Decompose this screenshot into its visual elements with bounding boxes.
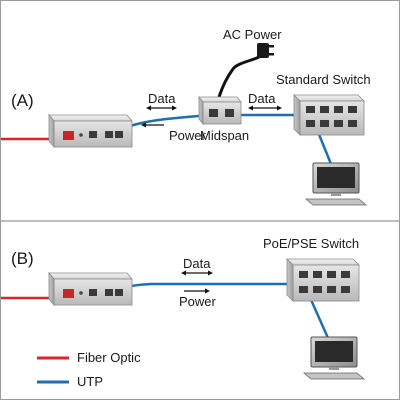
rj45-port-icon bbox=[334, 106, 343, 113]
rj45-port-icon bbox=[341, 271, 350, 278]
ac-power-label: AC Power bbox=[223, 27, 282, 42]
rj45-port-icon bbox=[306, 106, 315, 113]
rj45-port-icon bbox=[299, 271, 308, 278]
fiber-port-icon bbox=[63, 289, 74, 298]
data-label-a-left: Data bbox=[148, 91, 176, 106]
rj45-port-icon bbox=[89, 131, 97, 138]
rj45-port-icon bbox=[348, 106, 357, 113]
keyboard-icon bbox=[302, 372, 366, 380]
fiber-port-icon bbox=[63, 131, 74, 140]
rj45-port-icon bbox=[327, 286, 336, 293]
arrow-power-a bbox=[141, 122, 164, 128]
computer-b bbox=[302, 336, 366, 380]
rj45-port-icon bbox=[209, 109, 218, 117]
power-label-b: Power bbox=[179, 294, 216, 309]
arrow-data-a-left bbox=[146, 105, 177, 111]
rj45-port-icon bbox=[306, 120, 315, 127]
arrow-power-b bbox=[184, 288, 210, 294]
rj45-port-icon bbox=[105, 131, 113, 138]
rj45-port-icon bbox=[348, 120, 357, 127]
rj45-port-icon bbox=[115, 131, 123, 138]
rj45-port-icon bbox=[225, 109, 234, 117]
rj45-port-icon bbox=[334, 120, 343, 127]
rj45-port-icon bbox=[89, 289, 97, 296]
monitor-screen bbox=[315, 341, 353, 362]
rj45-port-icon bbox=[320, 106, 329, 113]
data-label-a-right: Data bbox=[248, 91, 276, 106]
poe-pse-switch bbox=[286, 258, 360, 302]
rj45-port-icon bbox=[299, 286, 308, 293]
arrow-data-b bbox=[181, 270, 213, 276]
status-led-icon bbox=[79, 291, 83, 295]
poe-pse-switch-label: PoE/PSE Switch bbox=[263, 236, 360, 251]
ac-plug-icon bbox=[257, 43, 274, 58]
power-label-a: Power bbox=[169, 128, 206, 143]
rj45-port-icon bbox=[313, 286, 322, 293]
legend-utp-label: UTP bbox=[77, 374, 103, 389]
rj45-port-icon bbox=[313, 271, 322, 278]
midspan-label: Midspan bbox=[200, 128, 250, 143]
standard-switch-label: Standard Switch bbox=[276, 72, 371, 87]
rj45-port-icon bbox=[320, 120, 329, 127]
keyboard-icon bbox=[304, 198, 368, 206]
monitor-screen bbox=[317, 167, 355, 188]
media-converter-a bbox=[48, 113, 133, 149]
status-led-icon bbox=[79, 133, 83, 137]
media-converter-b bbox=[48, 271, 133, 307]
data-label-b: Data bbox=[183, 256, 211, 271]
computer-a bbox=[304, 162, 368, 206]
rj45-port-icon bbox=[327, 271, 336, 278]
section-marker-a: (A) bbox=[11, 91, 34, 110]
utp-cable-b-converter-to-switch bbox=[115, 282, 307, 295]
ac-power-cord bbox=[217, 55, 260, 98]
standard-switch bbox=[293, 94, 365, 136]
midspan-injector bbox=[198, 95, 242, 126]
rj45-port-icon bbox=[341, 286, 350, 293]
rj45-port-icon bbox=[105, 289, 113, 296]
rj45-port-icon bbox=[115, 289, 123, 296]
section-marker-b: (B) bbox=[11, 249, 34, 268]
arrow-data-a-right bbox=[248, 105, 282, 111]
legend-fiber-label: Fiber Optic bbox=[77, 350, 141, 365]
